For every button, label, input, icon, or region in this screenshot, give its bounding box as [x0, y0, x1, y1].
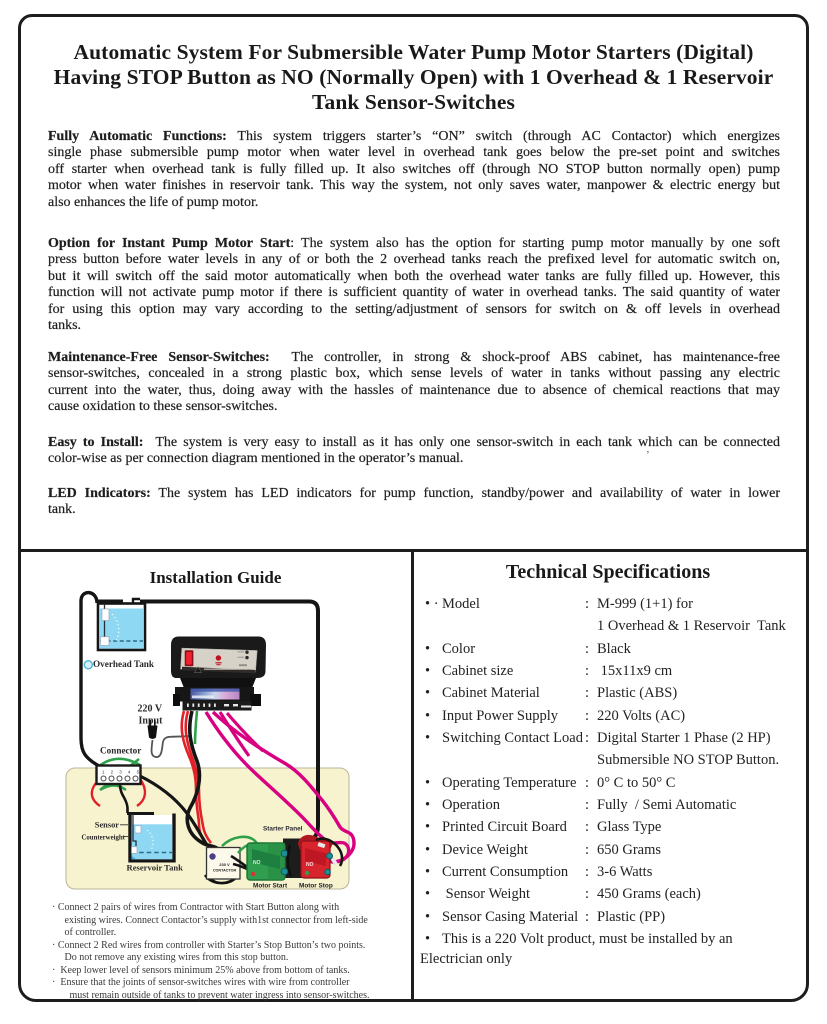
svg-text:CONTACTOR: CONTACTOR — [213, 869, 237, 873]
svg-text:230 V: 230 V — [219, 862, 230, 867]
svg-text:NO: NO — [306, 862, 314, 868]
svg-text:Motor Stop: Motor Stop — [299, 883, 333, 890]
svg-text:Connector: Connector — [100, 746, 141, 756]
svg-text:Sensor: Sensor — [95, 820, 119, 829]
svg-text:Reservoir Tank: Reservoir Tank — [127, 862, 184, 872]
svg-text:Starter Panel: Starter Panel — [263, 826, 303, 833]
svg-text:220 V: 220 V — [138, 704, 163, 715]
svg-text:12345: 12345 — [102, 770, 145, 775]
svg-text:Overhead Tank: Overhead Tank — [93, 659, 155, 669]
svg-text:Motor Start: Motor Start — [253, 883, 288, 890]
svg-text:Counterweight: Counterweight — [82, 834, 126, 841]
svg-text:NO: NO — [253, 860, 261, 866]
